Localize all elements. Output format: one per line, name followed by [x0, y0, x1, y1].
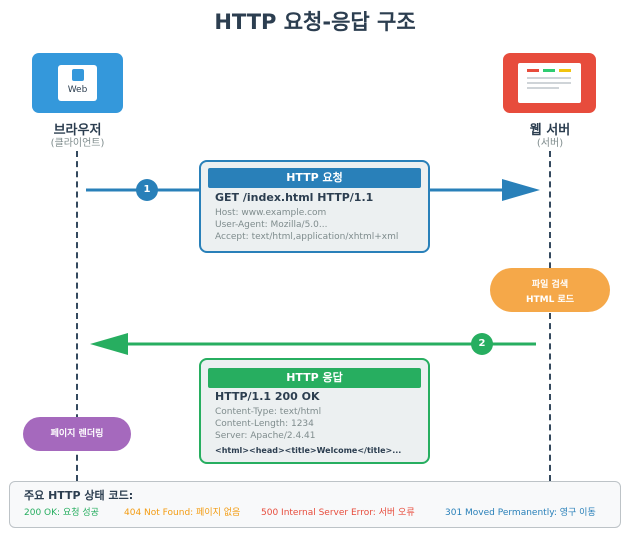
request-header: Host: www.example.com [215, 208, 327, 218]
request-message-box: HTTP 요청 GET /index.html HTTP/1.1 Host: w… [199, 160, 430, 253]
request-line: GET /index.html HTTP/1.1 [215, 191, 374, 204]
server-name: 웹 서버 [529, 123, 571, 138]
server-role: (서버) [536, 138, 564, 149]
browser-icon: Web [32, 53, 123, 113]
status-code-200: 200 OK: 요청 성공 [24, 508, 99, 518]
response-header: Server: Apache/2.4.41 [215, 431, 316, 441]
request-title: HTTP 요청 [208, 168, 421, 188]
server-action-line-1: 파일 검색 [531, 280, 569, 290]
browser-role: (클라이언트) [50, 138, 105, 149]
browser-dot [72, 69, 84, 81]
server-action-line-2: HTML 로드 [525, 295, 575, 305]
request-arrowhead [502, 179, 540, 201]
response-line: HTTP/1.1 200 OK [215, 390, 320, 403]
server-screen-icon [518, 63, 581, 103]
legend-title: 주요 HTTP 상태 코드: [24, 489, 134, 502]
response-message-box: HTTP 응답 HTTP/1.1 200 OK Content-Type: te… [199, 358, 430, 464]
response-header: Content-Type: text/html [215, 407, 322, 417]
server-line [527, 87, 559, 89]
browser-window-icon: Web [58, 65, 97, 101]
step-2-marker: 2 [471, 333, 493, 355]
server-line [527, 77, 571, 79]
request-header: Accept: text/html,application/xhtml+xml [215, 232, 399, 242]
step-1-marker: 1 [136, 179, 158, 201]
status-code-404: 404 Not Found: 페이지 없음 [124, 508, 241, 518]
status-code-500: 500 Internal Server Error: 서버 오류 [261, 508, 415, 518]
response-arrowhead [90, 333, 128, 355]
browser-action-bubble: 페이지 렌더링 [23, 417, 131, 451]
server-action-bubble: 파일 검색 HTML 로드 [490, 268, 610, 312]
page-title: HTTP 요청-응답 구조 [214, 10, 416, 34]
browser-lifeline [76, 151, 78, 481]
browser-icon-label: Web [67, 85, 88, 95]
response-header: Content-Length: 1234 [215, 419, 314, 429]
request-header: User-Agent: Mozilla/5.0... [215, 220, 328, 230]
status-code-legend: 주요 HTTP 상태 코드: 200 OK: 요청 성공 404 Not Fou… [9, 481, 621, 528]
server-bar-red [527, 69, 539, 72]
server-bar-yellow [559, 69, 571, 72]
browser-name: 브라우저 [53, 123, 102, 138]
response-body: <html><head><title>Welcome</title>... [215, 446, 402, 455]
status-code-301: 301 Moved Permanently: 영구 이동 [445, 508, 596, 518]
response-title: HTTP 응답 [208, 368, 421, 388]
server-bar-green [543, 69, 555, 72]
server-line [527, 82, 571, 84]
server-icon [503, 53, 596, 113]
server-lifeline [549, 151, 551, 481]
